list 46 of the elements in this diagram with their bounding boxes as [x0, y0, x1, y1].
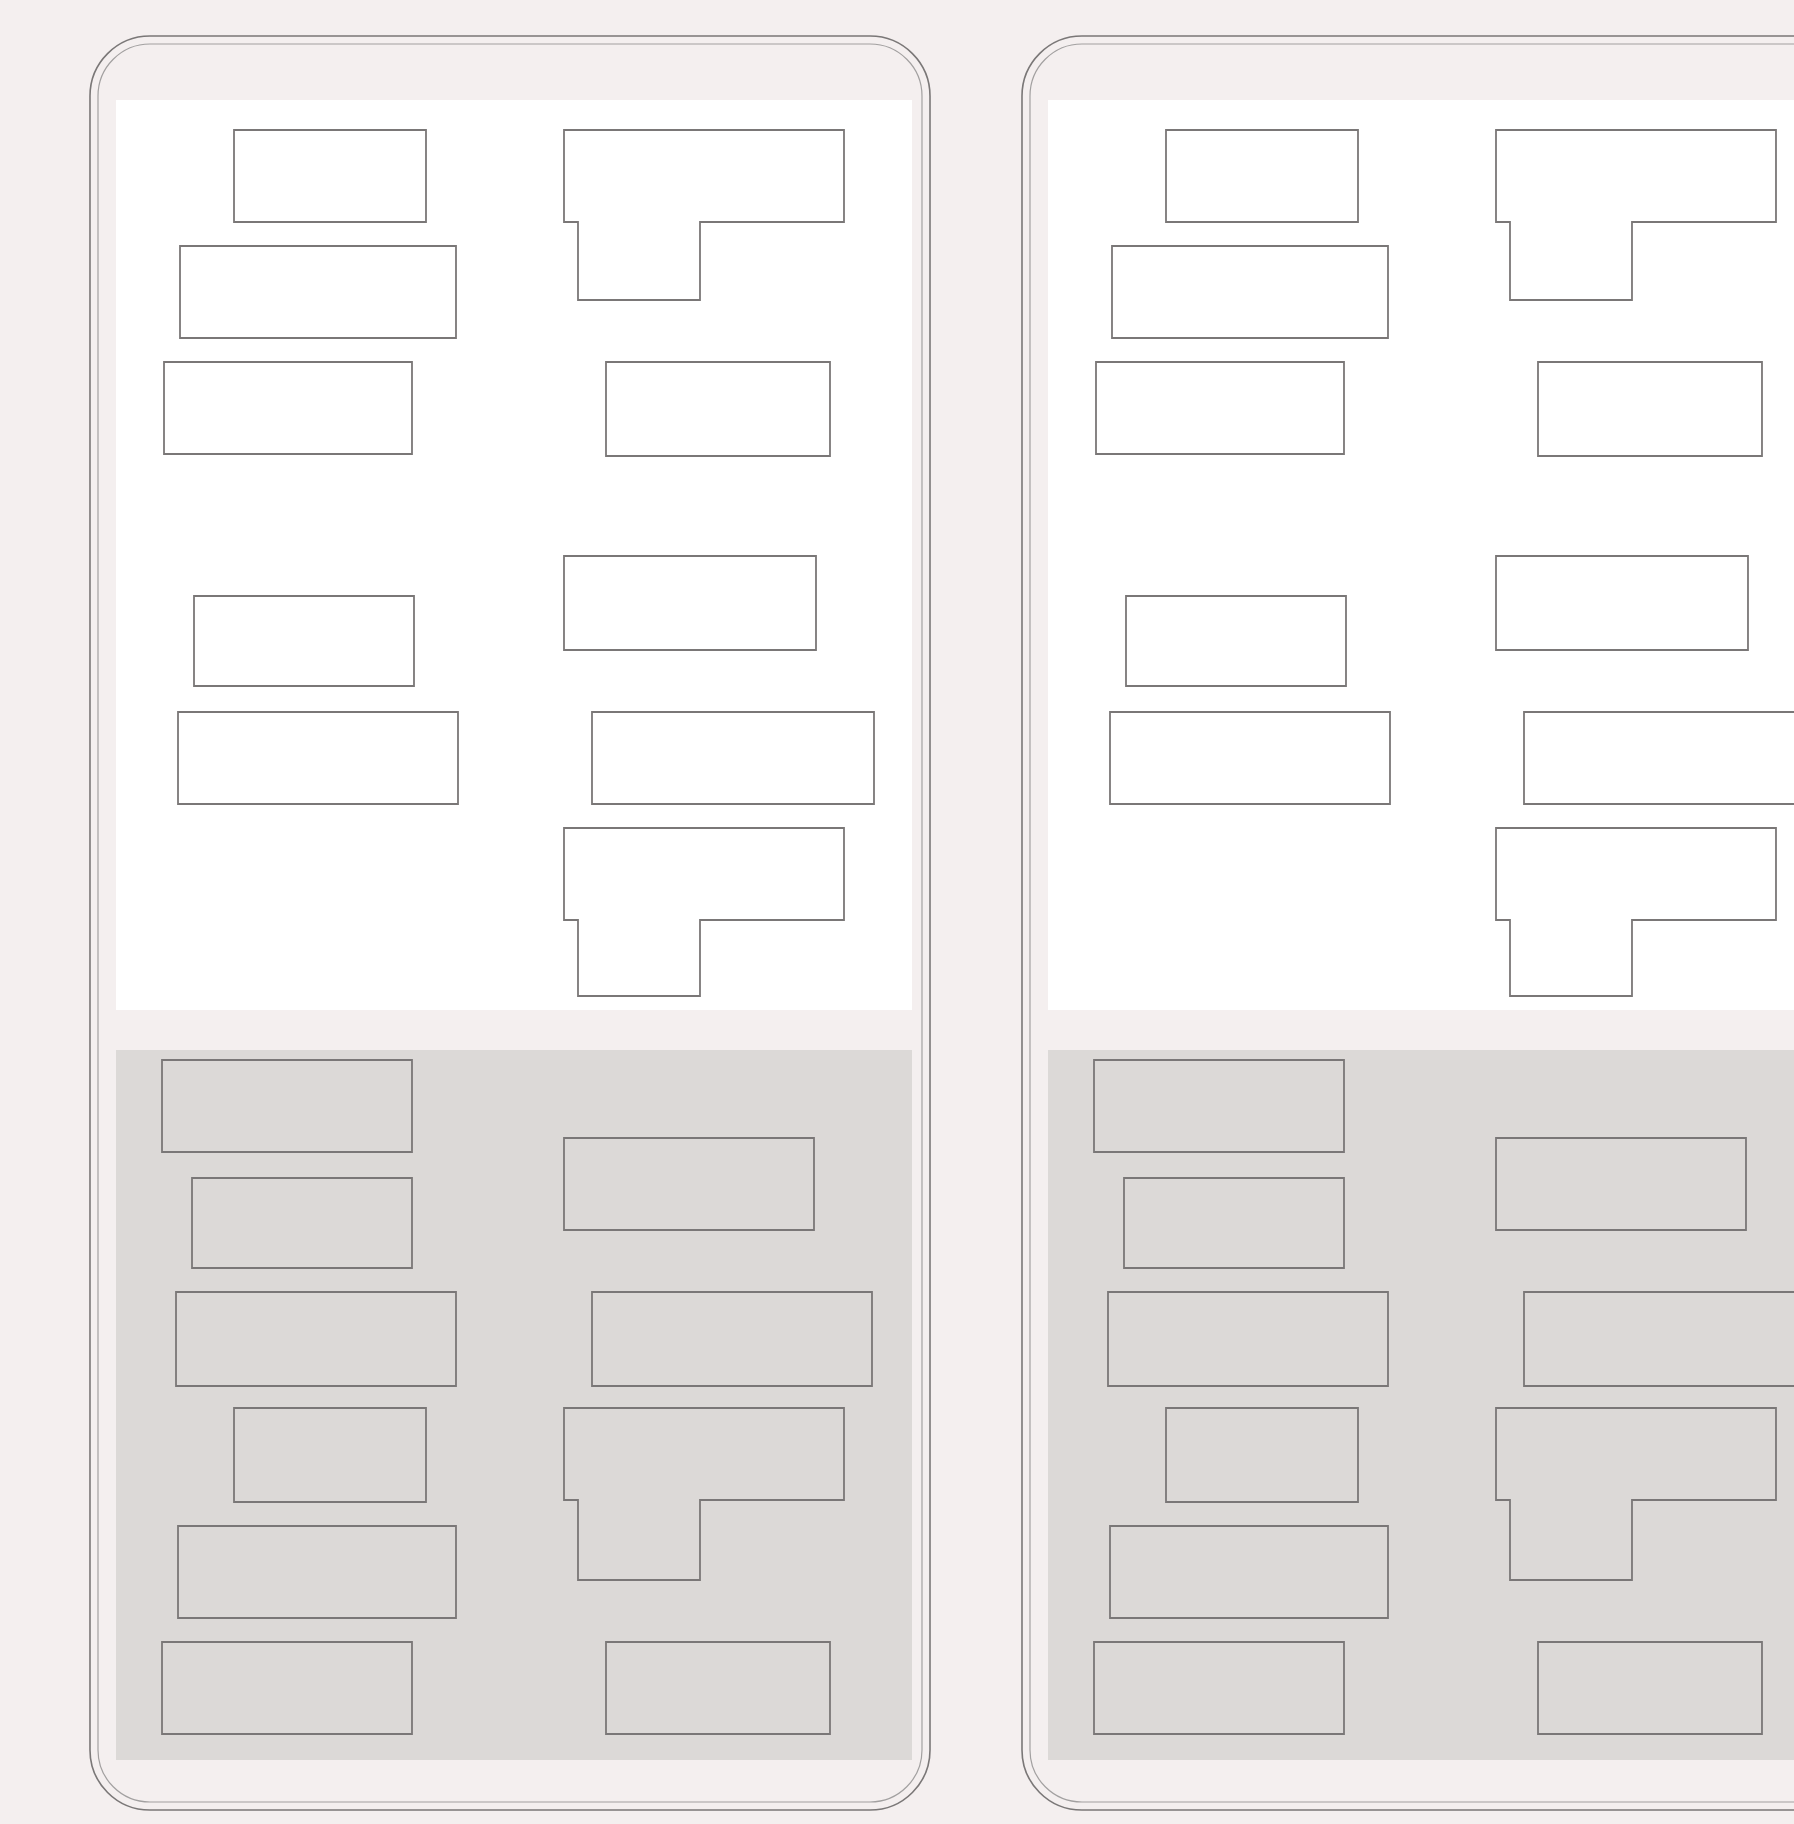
placeholder-shape	[563, 827, 845, 997]
placeholder-box	[1125, 595, 1347, 687]
placeholder-box	[1537, 1641, 1763, 1735]
placeholder-box	[1495, 1137, 1747, 1231]
placeholder-box	[591, 711, 875, 805]
placeholder-shape	[1495, 827, 1777, 997]
placeholder-box	[1109, 711, 1391, 805]
placeholder-shape	[1495, 1407, 1777, 1581]
placeholder-box	[1093, 1059, 1345, 1153]
placeholder-shape	[1495, 129, 1777, 301]
screen-panel	[1048, 100, 1794, 1010]
placeholder-box	[193, 595, 415, 687]
placeholder-shape	[563, 129, 845, 301]
screen-panel	[1048, 1050, 1794, 1760]
placeholder-box	[161, 1641, 413, 1735]
placeholder-box	[1537, 361, 1763, 457]
placeholder-box	[177, 1525, 457, 1619]
placeholder-box	[163, 361, 413, 455]
placeholder-box	[1109, 1525, 1389, 1619]
placeholder-box	[233, 129, 427, 223]
placeholder-box	[563, 1137, 815, 1231]
placeholder-box	[1523, 711, 1794, 805]
placeholder-box	[177, 711, 459, 805]
placeholder-shape	[563, 1407, 845, 1581]
placeholder-box	[161, 1059, 413, 1153]
phone-frame	[1021, 35, 1794, 1811]
phone-frame	[89, 35, 931, 1811]
placeholder-box	[1107, 1291, 1389, 1387]
placeholder-box	[605, 1641, 831, 1735]
placeholder-box	[1123, 1177, 1345, 1269]
placeholder-box	[179, 245, 457, 339]
screen-panel	[116, 1050, 912, 1760]
placeholder-box	[1093, 1641, 1345, 1735]
placeholder-box	[175, 1291, 457, 1387]
placeholder-box	[1095, 361, 1345, 455]
placeholder-box	[605, 361, 831, 457]
placeholder-box	[1111, 245, 1389, 339]
placeholder-box	[591, 1291, 873, 1387]
placeholder-box	[1523, 1291, 1794, 1387]
placeholder-box	[1495, 555, 1749, 651]
placeholder-box	[1165, 129, 1359, 223]
placeholder-box	[233, 1407, 427, 1503]
placeholder-box	[191, 1177, 413, 1269]
placeholder-box	[1165, 1407, 1359, 1503]
placeholder-box	[563, 555, 817, 651]
screen-panel	[116, 100, 912, 1010]
